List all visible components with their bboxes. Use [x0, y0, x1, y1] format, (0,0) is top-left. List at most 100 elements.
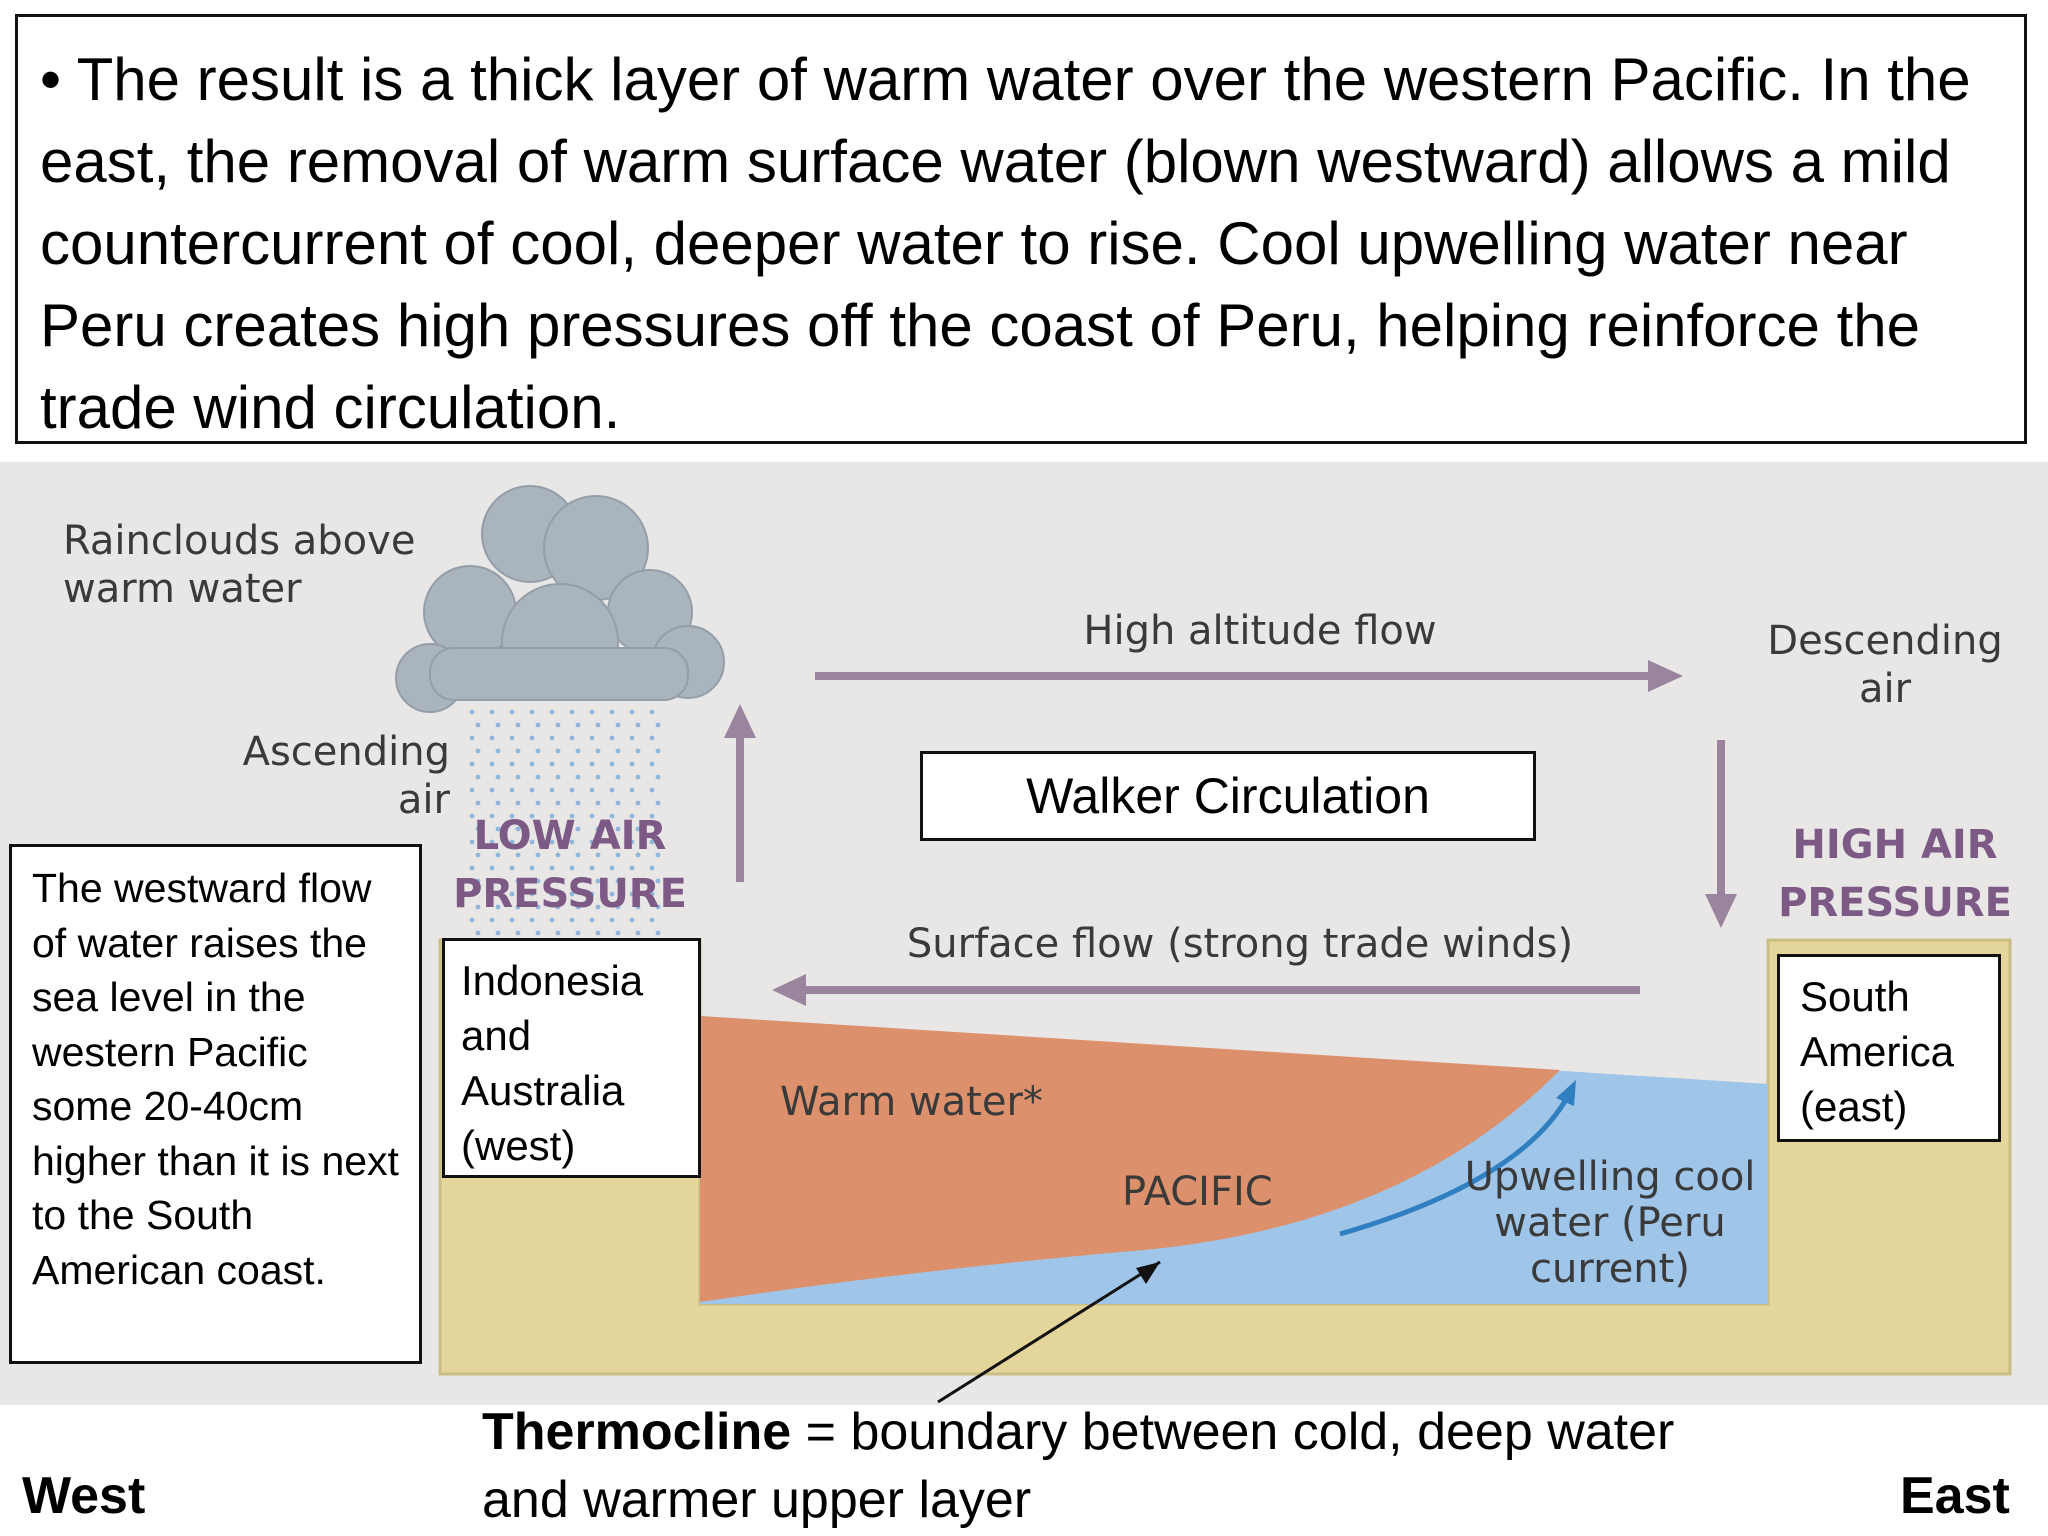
rain-drop	[495, 774, 501, 780]
rain-drop	[475, 930, 481, 936]
rain-drop	[589, 735, 595, 741]
walker-diagram-graphic	[395, 485, 2012, 1404]
rainclouds-label: Rainclouds above warm water	[63, 518, 416, 612]
rain-drop	[655, 826, 661, 832]
rain-drop	[589, 917, 595, 923]
rain-drop	[515, 748, 521, 754]
rain-drop	[635, 800, 641, 806]
high-altitude-arrow-head	[1648, 660, 1683, 692]
west-land-label: Indonesia and Australia (west)	[461, 957, 644, 1169]
walker-diagram-panel: Rainclouds above warm water Ascending ai…	[0, 462, 2048, 1405]
rain-drop	[635, 722, 641, 728]
rain-drop	[609, 787, 615, 793]
rain-drop	[529, 787, 535, 793]
upwelling-arrow	[1339, 1094, 1571, 1237]
rain-drop	[629, 787, 635, 793]
rain-drop	[635, 930, 641, 936]
rain-drop	[515, 852, 521, 858]
upwelling-arrow-head	[1556, 1080, 1576, 1106]
rain-drop	[649, 891, 655, 897]
rain-drop	[589, 709, 595, 715]
rain-drop	[555, 800, 561, 806]
surface-flow-arrow-head	[772, 974, 806, 1006]
walker-circulation-title: Walker Circulation	[920, 751, 1536, 841]
rain-drop	[469, 709, 475, 715]
rain-drop	[489, 865, 495, 871]
raincloud	[395, 485, 725, 713]
rain-drop	[575, 904, 581, 910]
rain-drop	[649, 761, 655, 767]
rain-drop	[655, 800, 661, 806]
rain-drop	[549, 865, 555, 871]
rain-drop	[615, 930, 621, 936]
rain-drop	[589, 891, 595, 897]
rain-drop	[609, 865, 615, 871]
rain-drop	[535, 748, 541, 754]
intro-text: • The result is a thick layer of warm wa…	[40, 46, 1971, 441]
rain-drop	[569, 709, 575, 715]
rain-drop	[509, 709, 515, 715]
rain-drop	[475, 878, 481, 884]
rain-drop	[469, 787, 475, 793]
rain-drops	[469, 709, 661, 936]
rain-drop	[609, 917, 615, 923]
descending-arrow-head	[1705, 894, 1737, 928]
east-label: East	[1900, 1467, 2010, 1525]
rain-drop	[629, 709, 635, 715]
rain-drop	[615, 852, 621, 858]
rain-drop	[549, 813, 555, 819]
rain-drop	[509, 917, 515, 923]
rain-drop	[469, 813, 475, 819]
thermocline-pointer	[937, 1260, 1161, 1404]
pacific-label: PACIFIC	[1122, 1169, 1273, 1215]
rain-drop	[609, 891, 615, 897]
rain-drop	[475, 826, 481, 832]
rain-drop	[549, 787, 555, 793]
rain-drop	[509, 865, 515, 871]
rain-drop	[629, 761, 635, 767]
rain-drop	[569, 917, 575, 923]
rain-drop	[569, 761, 575, 767]
east-land-label: South America (east)	[1800, 973, 1955, 1130]
rain-drop	[649, 787, 655, 793]
rain-drop	[655, 878, 661, 884]
rain-drop	[555, 852, 561, 858]
rain-drop	[515, 774, 521, 780]
rain-drop	[495, 878, 501, 884]
rain-drop	[529, 839, 535, 845]
rain-drop	[529, 813, 535, 819]
rain-drop	[649, 865, 655, 871]
rain-drop	[515, 826, 521, 832]
rain-drop	[615, 826, 621, 832]
rain-drop	[575, 826, 581, 832]
rain-drop	[615, 748, 621, 754]
rain-drop	[469, 839, 475, 845]
rain-drop	[569, 735, 575, 741]
rain-drop	[475, 774, 481, 780]
rain-drop	[509, 761, 515, 767]
rain-drop	[509, 813, 515, 819]
rain-drop	[655, 904, 661, 910]
rain-drop	[535, 722, 541, 728]
rain-drop	[555, 722, 561, 728]
rain-drop	[469, 865, 475, 871]
thermocline-note: Thermocline = boundary between cold, dee…	[482, 1398, 1702, 1534]
rain-drop	[655, 722, 661, 728]
rain-drop	[655, 852, 661, 858]
rain-drop	[595, 878, 601, 884]
rain-drop	[529, 709, 535, 715]
rain-drop	[489, 813, 495, 819]
rain-drop	[495, 852, 501, 858]
rain-drop	[615, 904, 621, 910]
rain-drop	[629, 865, 635, 871]
thermocline-term: Thermocline	[482, 1403, 792, 1461]
rain-drop	[555, 826, 561, 832]
rain-drop	[629, 891, 635, 897]
rain-drop	[655, 930, 661, 936]
rain-drop	[515, 878, 521, 884]
rain-drop	[649, 735, 655, 741]
rain-drop	[555, 748, 561, 754]
rain-drop	[469, 735, 475, 741]
rain-drop	[535, 930, 541, 936]
rain-drop	[589, 813, 595, 819]
